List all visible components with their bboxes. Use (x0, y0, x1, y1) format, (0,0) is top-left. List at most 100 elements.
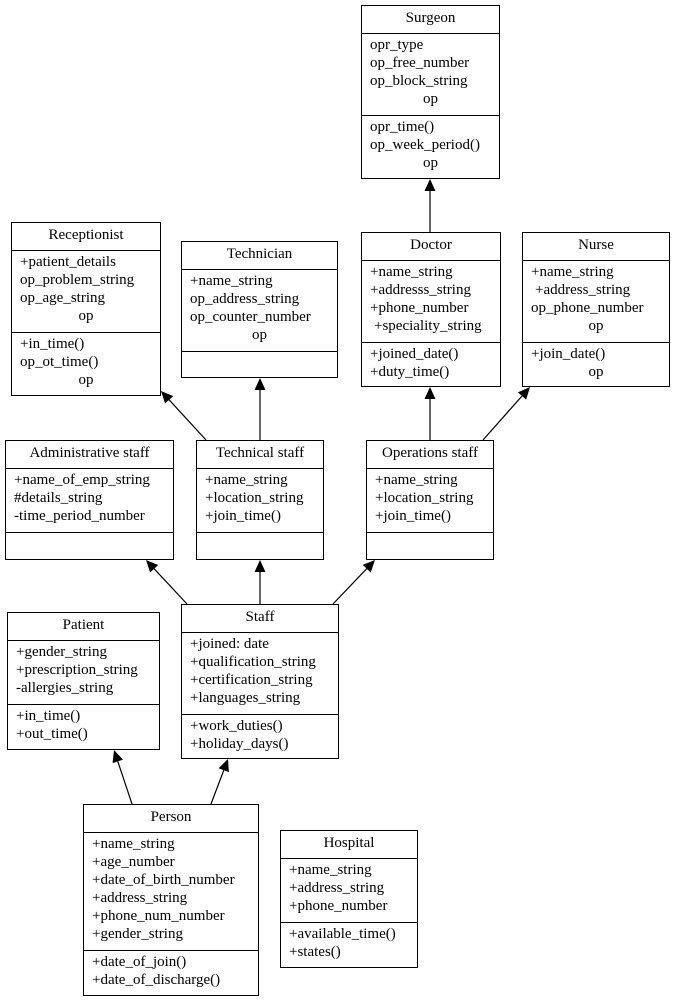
attribute-technical-staff-0: +name_string (205, 472, 288, 488)
attribute-receptionist-2: op_age_string (20, 290, 105, 306)
methods-compartment: +work_duties()+holiday_days() (182, 715, 338, 753)
attribute-surgeon-3: op (423, 91, 438, 107)
attributes-compartment: +name_string+age_number+date_of_birth_nu… (84, 833, 258, 951)
methods-compartment (182, 352, 337, 354)
methods-compartment: +join_date()op (523, 343, 669, 381)
arrowhead-5 (146, 560, 159, 573)
method-staff-1: +holiday_days() (190, 736, 289, 752)
attribute-surgeon-2: op_block_string (370, 73, 468, 89)
attribute-person-2: +date_of_birth_number (92, 872, 235, 888)
class-name: Administrative staff (6, 441, 173, 469)
inheritance-line-9 (210, 770, 225, 805)
attribute-doctor-0: +name_string (370, 264, 453, 280)
attribute-patient-0: +gender_string (16, 644, 107, 660)
arrowhead-6 (254, 560, 266, 572)
class-name: Operations staff (367, 441, 493, 469)
inheritance-line-1 (168, 399, 207, 441)
attribute-nurse-1: +address_string (535, 282, 631, 298)
method-surgeon-0: opr_time() (370, 119, 435, 135)
method-nurse-0: +join_date() (531, 346, 606, 362)
attribute-doctor-2: +phone_number (370, 300, 469, 316)
method-receptionist-2: op (78, 372, 94, 388)
class-box-operations-staff: Operations staff +name_string +location_st… (366, 440, 494, 560)
attribute-technician-3: op (252, 327, 267, 343)
attribute-nurse-0: +name_string (531, 264, 614, 280)
method-person-0: +date_of_join() (92, 954, 187, 970)
attribute-admin-staff-1: #details_string (14, 490, 103, 506)
attribute-staff-0: +joined: date (190, 636, 269, 652)
inheritance-line-5 (153, 568, 188, 605)
attribute-technician-2: op_counter_number (190, 309, 311, 325)
attribute-hospital-0: +name_string (289, 862, 372, 878)
class-box-hospital: Hospital+name_string+address_string+phon… (280, 830, 418, 968)
attribute-person-5: +gender_string (92, 926, 183, 942)
class-name: Technician (182, 242, 337, 270)
class-box-admin-staff: Administrative staff +name_of_emp_string #… (5, 440, 174, 560)
class-name: Patient (8, 613, 159, 641)
arrowhead-8 (112, 750, 124, 764)
attributes-compartment: +name_string +address_string +phone_number (281, 859, 417, 923)
method-receptionist-0: +in_time() (20, 336, 85, 352)
attribute-hospital-2: +phone_number (289, 898, 388, 914)
attribute-operations-staff-0: +name_string (375, 472, 458, 488)
method-doctor-0: +joined_date() (370, 346, 459, 362)
class-name: Receptionist (12, 223, 160, 251)
attribute-operations-staff-2: +join_time() (375, 508, 451, 524)
attribute-nurse-2: op_phone_number (531, 300, 644, 316)
attribute-operations-staff-1: +location_string (375, 490, 474, 506)
method-patient-1: +out_time() (16, 726, 88, 742)
method-doctor-1: +duty_time() (370, 364, 450, 380)
inheritance-line-4 (482, 395, 523, 441)
arrowhead-1 (161, 391, 174, 404)
inheritance-line-8 (117, 761, 133, 805)
attribute-patient-2: -allergies_string (16, 680, 114, 696)
method-patient-0: +in_time() (16, 708, 81, 724)
method-nurse-1: op (588, 364, 604, 380)
attribute-staff-2: +certification_string (190, 672, 313, 688)
attribute-staff-3: +languages_string (190, 690, 301, 706)
attributes-compartment: +name_of_emp_string #details_string -time_… (6, 469, 173, 533)
attributes-compartment: +name_string +addresss_string +phone_numbe… (362, 261, 500, 343)
class-box-nurse: Nurse +name_string +address_string op_phone… (522, 232, 670, 387)
attribute-technical-staff-1: +location_string (205, 490, 304, 506)
methods-compartment: +in_time()op_ot_time()op (12, 333, 160, 389)
attribute-person-1: +age_number (92, 854, 175, 870)
arrowhead-9 (218, 759, 229, 773)
attribute-patient-1: +prescription_string (16, 662, 138, 678)
method-surgeon-2: op (423, 155, 438, 171)
methods-compartment: opr_time()op_week_period()op (362, 116, 499, 172)
class-box-technical-staff: Technical staff+name_string+location_str… (196, 440, 324, 560)
class-box-doctor: Doctor +name_string +addresss_string +phone… (361, 232, 501, 387)
arrowhead-4 (517, 387, 530, 400)
methods-compartment: +in_time() +out_time() (8, 705, 159, 743)
methods-compartment: +date_of_join()+date_of_discharge() (84, 951, 258, 989)
class-name: Surgeon (362, 6, 499, 34)
class-box-staff: Staff +joined: date +qualification_string +… (181, 604, 339, 759)
attributes-compartment: +name_string +location_string +join_time() (367, 469, 493, 533)
attribute-staff-1: +qualification_string (190, 654, 316, 670)
attribute-receptionist-3: op (78, 308, 94, 324)
class-name: Doctor (362, 233, 500, 261)
attribute-admin-staff-0: +name_of_emp_string (14, 472, 150, 488)
class-box-person: Person+name_string+age_number+date_of_bi… (83, 804, 259, 996)
class-box-patient: Patient +gender_string +prescription_strin… (7, 612, 160, 750)
arrowhead-2 (254, 378, 266, 390)
attribute-person-3: +address_string (92, 890, 188, 906)
class-name: Nurse (523, 233, 669, 261)
methods-compartment: +joined_date() +duty_time() (362, 343, 500, 381)
methods-compartment (197, 533, 323, 535)
class-name: Person (84, 805, 258, 833)
inheritance-line-7 (332, 568, 368, 605)
class-name: Staff (182, 605, 338, 633)
attributes-compartment: +name_string+location_string+join_time() (197, 469, 323, 533)
attribute-hospital-1: +address_string (289, 880, 385, 896)
attribute-doctor-1: +addresss_string (370, 282, 471, 298)
method-hospital-0: +available_time() (289, 926, 396, 942)
arrowhead-7 (362, 560, 375, 573)
attribute-admin-staff-2: -time_period_number (14, 508, 145, 524)
attributes-compartment: +name_string +address_string op_phone_numb… (523, 261, 669, 343)
